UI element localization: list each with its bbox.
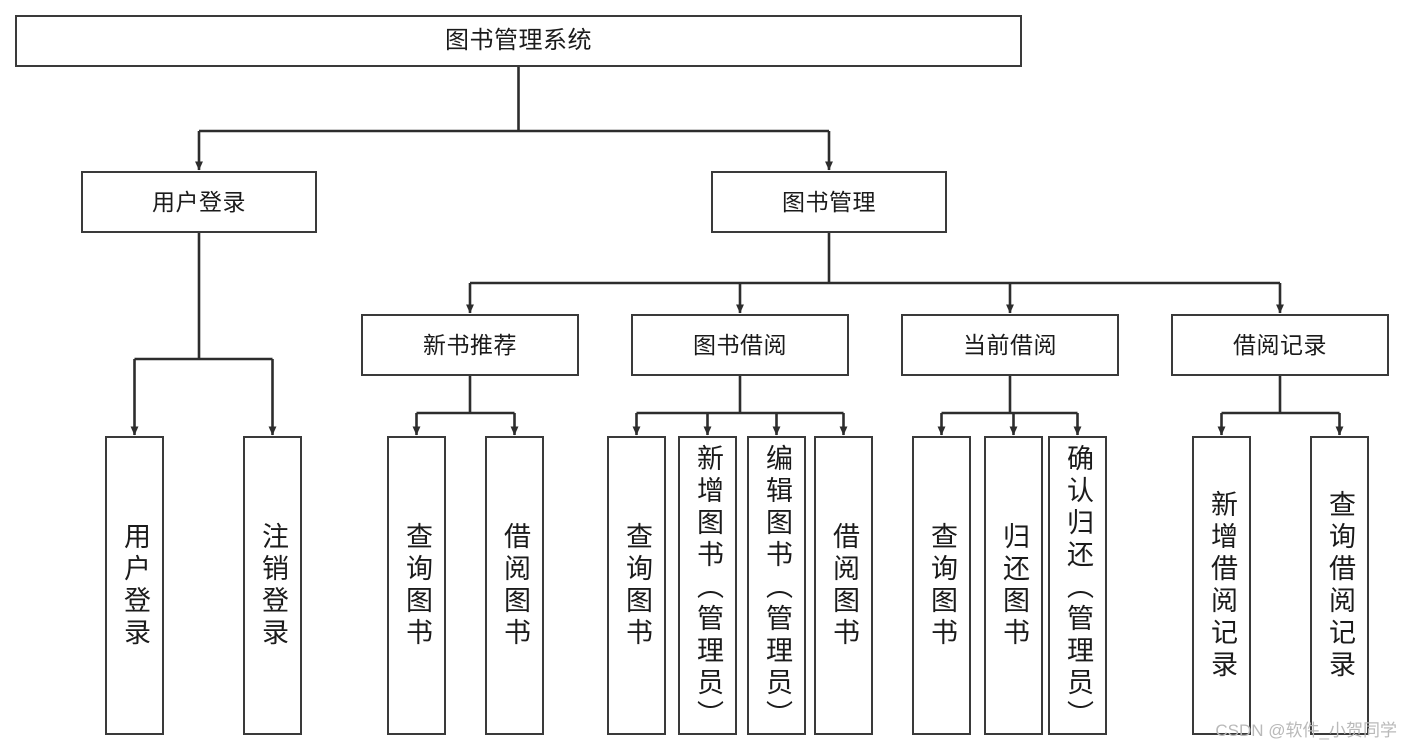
csdn-watermark: CSDN @软件_小贺同学 (1215, 721, 1397, 740)
node-leaf-borrow-book-1[interactable]: 借阅图书 (485, 436, 544, 735)
node-label: 当前借阅 (963, 331, 1057, 358)
node-label: 图书管理 (782, 188, 876, 215)
node-root[interactable]: 图书管理系统 (15, 15, 1022, 67)
node-label: 图书管理系统 (445, 27, 592, 55)
node-label: 用户登录 (120, 521, 150, 650)
node-borrow-record[interactable]: 借阅记录 (1171, 314, 1389, 376)
node-leaf-borrow-book-2[interactable]: 借阅图书 (814, 436, 873, 735)
node-label: 查询图书 (927, 521, 957, 650)
node-leaf-user-login[interactable]: 用户登录 (105, 436, 164, 735)
node-label: 新书推荐 (423, 331, 517, 358)
node-leaf-add-borrow-record[interactable]: 新增借阅记录 (1192, 436, 1251, 735)
node-label: 确认归还（管理员） (1063, 444, 1093, 732)
node-label: 借阅图书 (829, 521, 859, 650)
node-book-borrow[interactable]: 图书借阅 (631, 314, 849, 376)
node-leaf-confirm-return-admin[interactable]: 确认归还（管理员） (1048, 436, 1107, 735)
node-label: 借阅记录 (1233, 331, 1327, 358)
node-label: 归还图书 (999, 521, 1029, 650)
node-leaf-query-book-2[interactable]: 查询图书 (607, 436, 666, 735)
node-leaf-query-book-1[interactable]: 查询图书 (387, 436, 446, 735)
node-leaf-edit-book-admin[interactable]: 编辑图书（管理员） (747, 436, 806, 735)
node-label: 新增借阅记录 (1207, 489, 1237, 682)
node-leaf-query-borrow-record[interactable]: 查询借阅记录 (1310, 436, 1369, 735)
node-book-manage[interactable]: 图书管理 (711, 171, 947, 233)
node-current-borrow[interactable]: 当前借阅 (901, 314, 1119, 376)
node-leaf-logout-login[interactable]: 注销登录 (243, 436, 302, 735)
node-label: 新增图书（管理员） (693, 444, 723, 732)
node-user-login[interactable]: 用户登录 (81, 171, 317, 233)
node-label: 用户登录 (152, 188, 246, 215)
node-new-book-recommend[interactable]: 新书推荐 (361, 314, 579, 376)
node-leaf-return-book[interactable]: 归还图书 (984, 436, 1043, 735)
node-label: 图书借阅 (693, 331, 787, 358)
node-label: 查询图书 (622, 521, 652, 650)
node-label: 查询借阅记录 (1325, 489, 1355, 682)
node-leaf-query-book-3[interactable]: 查询图书 (912, 436, 971, 735)
node-leaf-add-book-admin[interactable]: 新增图书（管理员） (678, 436, 737, 735)
node-label: 编辑图书（管理员） (762, 444, 792, 732)
node-label: 借阅图书 (500, 521, 530, 650)
node-label: 查询图书 (402, 521, 432, 650)
node-label: 注销登录 (258, 521, 288, 650)
